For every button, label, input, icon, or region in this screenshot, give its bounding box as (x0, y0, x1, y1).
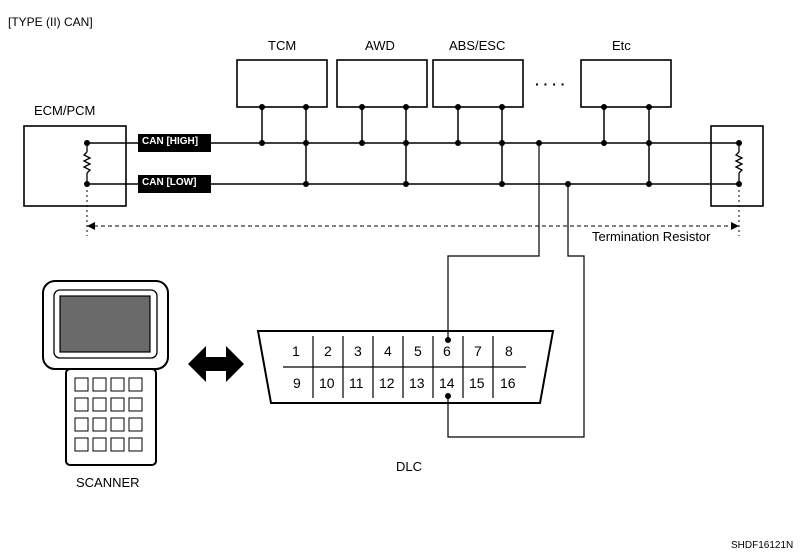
dlc-pin-6: 6 (443, 343, 451, 359)
dlc-pin-12: 12 (379, 375, 395, 391)
dlc-wire-high (447, 143, 540, 340)
dlc-dividers (312, 336, 494, 398)
module-label-awd: AWD (365, 38, 395, 53)
dlc-pin-16: 16 (500, 375, 516, 391)
scanner-device (42, 280, 169, 466)
diagram-title: [TYPE (II) CAN] (8, 15, 93, 29)
termination-resistor (734, 143, 744, 184)
dlc-pin6-dot (445, 337, 451, 343)
dlc-wire-low (447, 184, 585, 438)
module-box-abs-esc (432, 59, 524, 108)
dlc-pin-7: 7 (474, 343, 482, 359)
figure-code: SHDF16121N (731, 540, 794, 551)
dlc-pin14-dot (445, 393, 451, 399)
dlc-pin-5: 5 (414, 343, 422, 359)
module-ellipsis: · · · · (535, 76, 566, 92)
dlc-pin-3: 3 (354, 343, 362, 359)
dlc-pin-11: 11 (349, 375, 364, 391)
dlc-pin-8: 8 (505, 343, 513, 359)
can-high-label: CAN [HIGH] (142, 136, 199, 147)
can-high-label-box (138, 134, 211, 152)
module-label-etc: Etc (612, 38, 631, 53)
module-drops (261, 107, 650, 184)
bidirectional-arrow-icon (188, 346, 244, 382)
dlc-pin-15: 15 (469, 375, 485, 391)
dlc-pin-14: 14 (439, 375, 455, 391)
scanner-keypad (74, 377, 143, 452)
termination-label: Termination Resistor (592, 229, 711, 244)
can-low-label: CAN [LOW] (142, 177, 197, 188)
scanner-screen (59, 295, 151, 353)
module-box-etc (580, 59, 672, 108)
module-box-tcm (236, 59, 328, 108)
dlc-pin-9: 9 (293, 375, 301, 391)
termination-arrow-right (731, 222, 739, 230)
can-low-label-box (138, 175, 211, 193)
junction-dots (84, 104, 742, 187)
dlc-pin-4: 4 (384, 343, 392, 359)
ecm-resistor (82, 143, 92, 184)
termination-box (710, 125, 764, 207)
dlc-connector (256, 330, 555, 404)
module-label-abs-esc: ABS/ESC (449, 38, 506, 53)
ecm-box (23, 125, 127, 207)
module-box-awd (336, 59, 428, 108)
dlc-pin-13: 13 (409, 375, 425, 391)
ecm-label: ECM/PCM (34, 103, 96, 118)
dlc-label: DLC (396, 459, 423, 474)
dlc-pin-2: 2 (324, 343, 332, 359)
module-label-tcm: TCM (268, 38, 297, 53)
scanner-label: SCANNER (76, 475, 140, 490)
dlc-pin-1: 1 (292, 343, 300, 359)
dlc-pin-10: 10 (319, 375, 335, 391)
termination-arrow-left (87, 222, 95, 230)
